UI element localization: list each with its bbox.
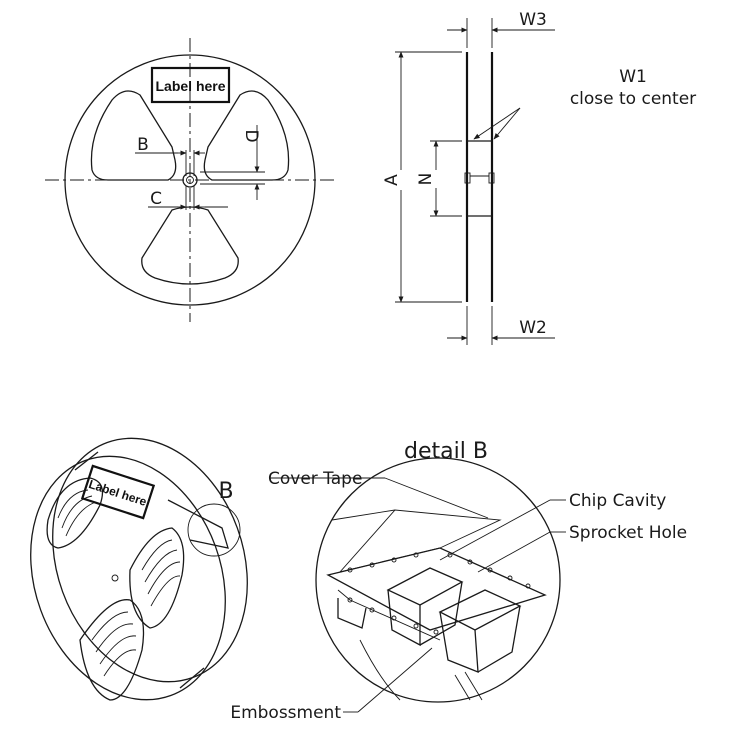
hub-inner bbox=[186, 176, 194, 184]
w1-note: close to center bbox=[570, 89, 696, 109]
reel-window-bottom bbox=[141, 206, 239, 285]
reel-window-left bbox=[90, 90, 177, 181]
iso-label-box bbox=[80, 464, 156, 520]
dim-a-label: A bbox=[382, 174, 402, 186]
detail-circle bbox=[315, 457, 561, 703]
chip-cavity-1 bbox=[386, 567, 464, 647]
iso-reel-back-rim bbox=[52, 437, 248, 683]
carrier-tape bbox=[326, 547, 547, 631]
detail-b-circle bbox=[187, 503, 241, 557]
dim-c-label: C bbox=[150, 189, 162, 209]
cover-tape-callout: Cover Tape bbox=[268, 469, 362, 489]
iso-tape bbox=[167, 499, 229, 549]
reel-window-right bbox=[203, 90, 290, 181]
dim-w2-label: W2 bbox=[519, 318, 547, 338]
chip-cavity-callout: Chip Cavity bbox=[569, 491, 666, 511]
label-box bbox=[150, 66, 231, 104]
detail-b-view: detail B bbox=[230, 439, 687, 723]
dim-b-label: B bbox=[137, 135, 149, 155]
sprocket-holes bbox=[347, 552, 531, 635]
reel-front-view: Label here B C D bbox=[45, 38, 335, 322]
dim-d-label: D bbox=[241, 129, 261, 142]
iso-reel-front-rim bbox=[30, 455, 226, 701]
chip-cavity-0 bbox=[337, 598, 367, 629]
sprocket-hole-callout: Sprocket Hole bbox=[569, 523, 687, 543]
embossment-callout: Embossment bbox=[230, 703, 341, 723]
detail-b-ref: B bbox=[218, 479, 233, 504]
label-box-text: Label here bbox=[155, 78, 225, 94]
dim-w3-label: W3 bbox=[519, 10, 547, 30]
reel-isometric-view: Label here B bbox=[30, 437, 248, 701]
iso-window-right bbox=[129, 527, 185, 629]
hub-hole bbox=[182, 172, 198, 188]
cover-tape-strip bbox=[338, 509, 502, 573]
w1-label: W1 bbox=[619, 67, 647, 87]
iso-window-bottom bbox=[79, 599, 145, 701]
dim-n-label: N bbox=[416, 173, 436, 186]
iso-hub bbox=[111, 574, 119, 582]
reel-side-view: W3 W2 A N W1 close to center bbox=[382, 10, 696, 345]
chip-cavity-2 bbox=[438, 589, 522, 673]
